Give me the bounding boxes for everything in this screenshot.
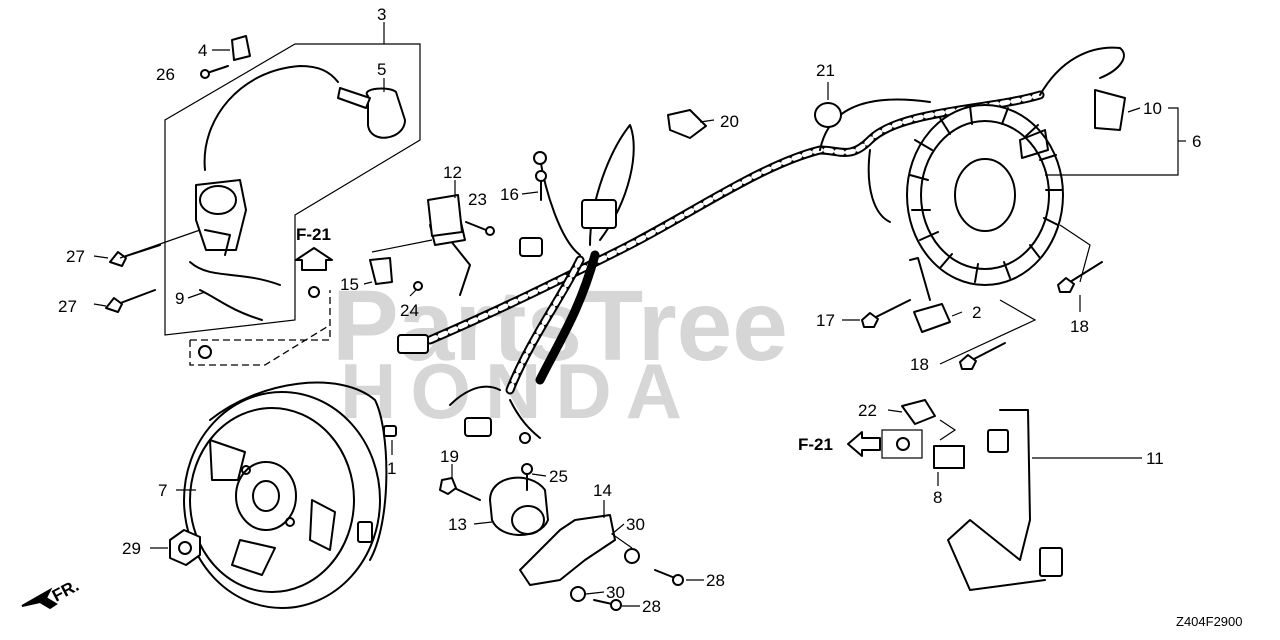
stator[interactable] xyxy=(906,104,1064,286)
clip-screw[interactable] xyxy=(413,281,423,291)
diagram-code: Z404F2900 xyxy=(1176,614,1243,629)
plate[interactable] xyxy=(933,445,965,469)
cable-clip[interactable] xyxy=(231,35,251,61)
harness-clip[interactable] xyxy=(667,109,707,139)
callout-8: 8 xyxy=(933,488,942,507)
callout-15: 15 xyxy=(340,275,359,294)
coil-bolt-lower[interactable] xyxy=(105,289,156,313)
reference-label: F-21 xyxy=(798,435,833,454)
callout-28: 28 xyxy=(706,571,725,590)
flywheel-nut[interactable] xyxy=(169,529,201,566)
callout-26: 26 xyxy=(156,65,175,84)
callout-11: 11 xyxy=(1146,449,1164,468)
wire-clip[interactable] xyxy=(369,257,393,285)
callout-1: 1 xyxy=(387,459,396,478)
leader-lines xyxy=(93,22,1186,607)
callout-17: 17 xyxy=(816,311,835,330)
rectifier-bolt[interactable] xyxy=(861,299,911,328)
callout-28-b: 28 xyxy=(642,597,661,616)
callouts: 3 4 26 5 27 27 9 12 23 16 15 24 20 21 10… xyxy=(58,5,1201,616)
woodruff-key[interactable] xyxy=(383,425,397,437)
front-direction-arrow: FR. xyxy=(21,576,82,610)
callout-21: 22 xyxy=(858,401,877,420)
callout-2: 2 xyxy=(972,303,981,322)
callout-16: 16 xyxy=(500,185,519,204)
switch-screw[interactable] xyxy=(465,221,495,236)
pulser-screw[interactable] xyxy=(521,463,533,491)
stator-bolt-upper[interactable] xyxy=(1057,261,1103,293)
wire-lead[interactable] xyxy=(947,409,1063,591)
ignition-coil-assembly[interactable] xyxy=(164,43,421,366)
callout-3: 3 xyxy=(377,5,386,24)
callout-18-b: 18 xyxy=(910,355,929,374)
callout-25: 24 xyxy=(400,301,419,320)
flywheel[interactable] xyxy=(183,381,388,609)
bolt-lower[interactable] xyxy=(593,599,622,611)
callout-7: 7 xyxy=(158,481,167,500)
pulser-coil[interactable] xyxy=(489,476,549,536)
callout-30-b: 30 xyxy=(606,583,625,602)
stator-bolt-lower[interactable] xyxy=(959,342,1006,370)
callout-5: 5 xyxy=(377,60,386,79)
callout-24: 23 xyxy=(468,190,487,209)
reference-label: F-21 xyxy=(296,225,331,244)
rectifier[interactable] xyxy=(909,257,951,333)
callout-18: 18 xyxy=(1070,317,1089,336)
callout-6: 6 xyxy=(1192,132,1201,151)
clamp[interactable] xyxy=(901,399,936,425)
washer-lower[interactable] xyxy=(570,586,586,602)
reference-f21-lower[interactable]: F-21 xyxy=(798,431,881,457)
bolt-upper[interactable] xyxy=(654,569,684,586)
direction-label: FR. xyxy=(49,576,82,606)
callout-19: 19 xyxy=(440,447,459,466)
switch[interactable] xyxy=(427,194,463,237)
callout-22: 21 xyxy=(816,61,835,80)
coil-bolt-upper[interactable] xyxy=(109,244,161,267)
callout-10: 10 xyxy=(1143,99,1162,118)
callout-23: 25 xyxy=(549,467,568,486)
callout-30: 30 xyxy=(626,515,645,534)
callout-12: 12 xyxy=(443,163,462,182)
callout-27-b: 27 xyxy=(58,297,77,316)
callout-4: 4 xyxy=(198,41,207,60)
callout-29: 29 xyxy=(122,539,141,558)
callout-14: 14 xyxy=(593,481,612,500)
watermark-honda: HONDA xyxy=(340,347,696,435)
pulser-bolt[interactable] xyxy=(439,477,481,501)
callout-20: 20 xyxy=(720,112,739,131)
bracket[interactable] xyxy=(519,514,616,586)
callout-27: 27 xyxy=(66,247,85,266)
washer-upper[interactable] xyxy=(624,548,640,564)
screw-26[interactable] xyxy=(200,65,229,79)
grommet[interactable] xyxy=(814,102,842,128)
reference-f21-upper[interactable]: F-21 xyxy=(295,225,333,271)
harness-bolt[interactable] xyxy=(535,170,547,201)
callout-9: 9 xyxy=(175,289,184,308)
callout-13: 13 xyxy=(448,515,467,534)
